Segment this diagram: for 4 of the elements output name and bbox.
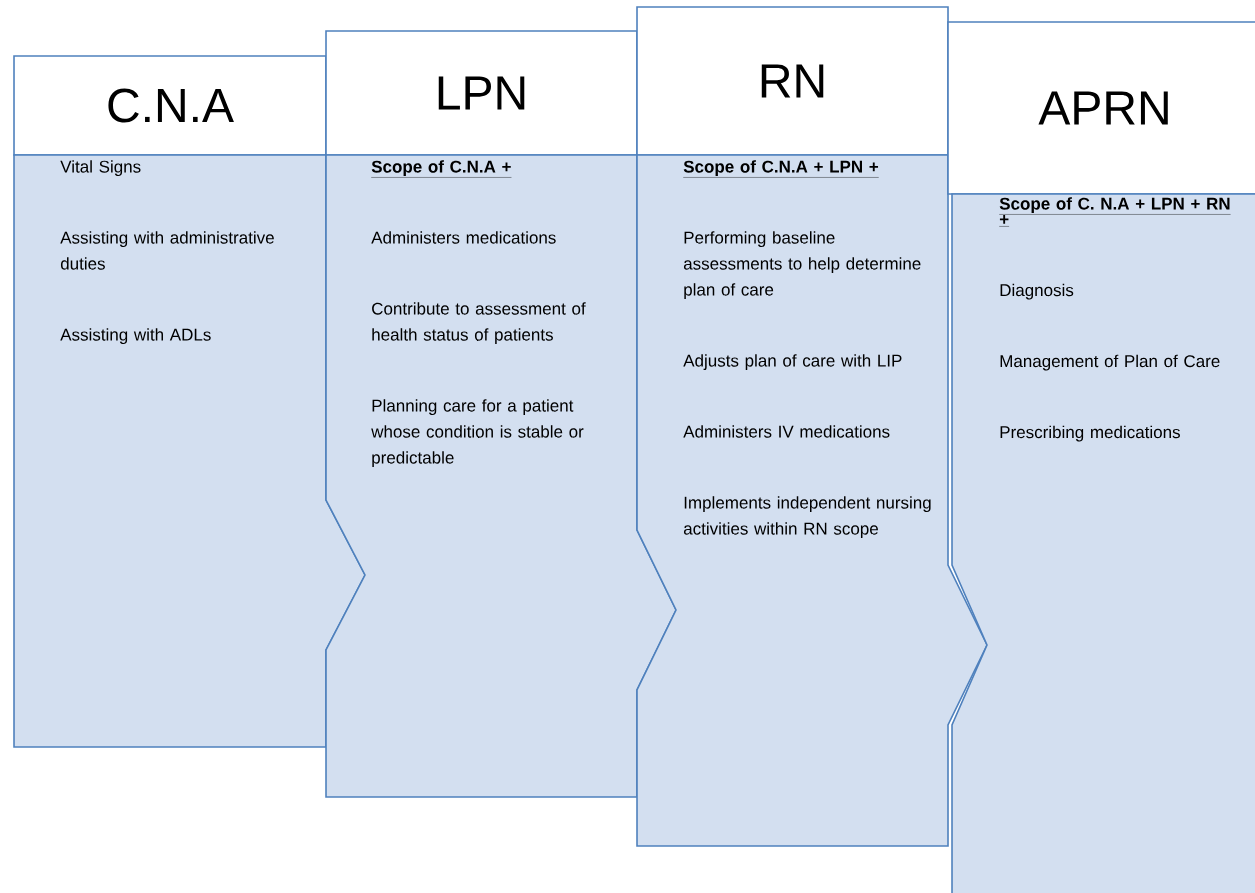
header-box: LPN (325, 30, 638, 156)
header-box: RN (636, 6, 949, 156)
header-box: C.N.A (13, 55, 327, 156)
header-box: APRN (947, 21, 1255, 195)
